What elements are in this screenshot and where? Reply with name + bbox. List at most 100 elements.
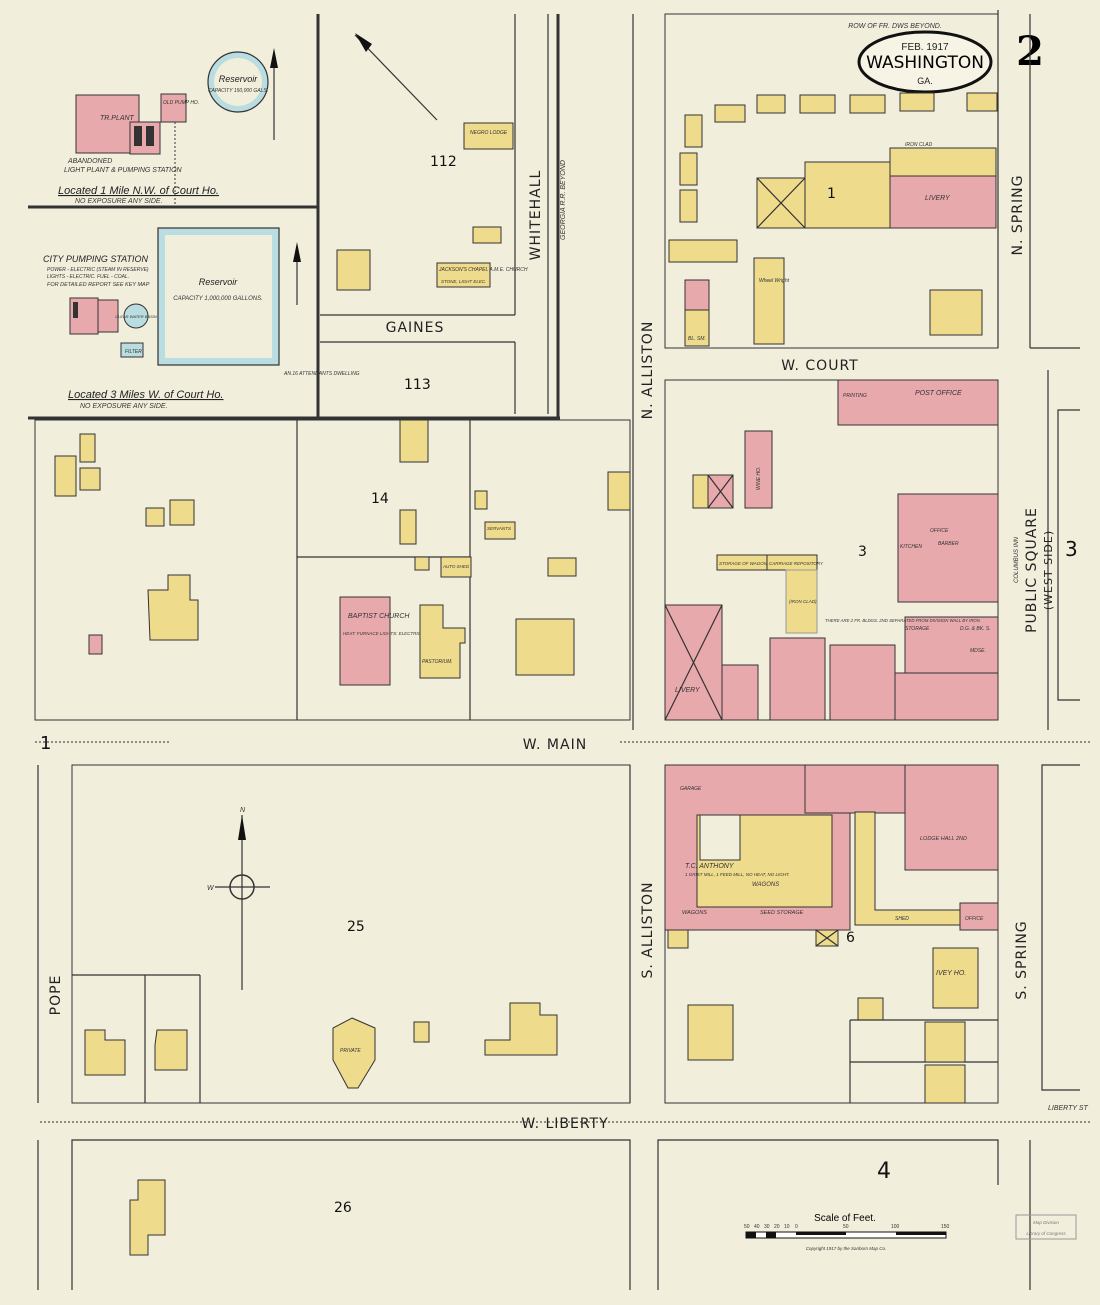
wine-house (744, 430, 773, 509)
wheelwright (753, 257, 785, 345)
block-14-area: BAPTIST CHURCH HEAT: FURNACE LIGHTS: ELE… (34, 419, 631, 721)
svg-text:POWER - ELECTRIC (STEAM IN RES: POWER - ELECTRIC (STEAM IN RESERVE) (47, 267, 149, 273)
svg-text:W: W (207, 885, 215, 892)
svg-text:MDSE.: MDSE. (970, 648, 986, 654)
svg-text:10: 10 (784, 1224, 790, 1230)
columbus-inn (897, 493, 999, 603)
block-number: 1 (827, 186, 836, 202)
w-liberty-street: W. LIBERTY (40, 1116, 1090, 1132)
svg-text:LIBERTY ST: LIBERTY ST (1048, 1105, 1089, 1112)
svg-text:150: 150 (941, 1224, 950, 1230)
street-s-alliston: S. ALLISTON (640, 881, 656, 978)
inset-upper: TR.PLANT OLD PUMP HO. Reservoir CAPACITY… (58, 48, 278, 205)
svg-text:GARAGE: GARAGE (680, 786, 702, 792)
svg-text:OFFICE: OFFICE (965, 916, 984, 922)
svg-text:LIGHTS - ELECTRIC. FUEL - COAL: LIGHTS - ELECTRIC. FUEL - COAL. (47, 274, 129, 280)
street-gaines: GAINES (386, 320, 445, 336)
svg-text:50: 50 (744, 1224, 750, 1230)
svg-text:SEED STORAGE: SEED STORAGE (760, 910, 804, 916)
block-number: 26 (334, 1200, 352, 1216)
block-number: 113 (404, 377, 431, 393)
block-number: 6 (846, 930, 855, 946)
inset-upper-location: Located 1 Mile N.W. of Court Ho. (58, 185, 219, 197)
svg-text:BL. SM.: BL. SM. (688, 336, 706, 342)
street-pope: POPE (48, 975, 64, 1016)
street-w-liberty: W. LIBERTY (521, 1116, 608, 1132)
svg-text:Copyright 1917 by the Sanborn: Copyright 1917 by the Sanborn Map Co. (806, 1246, 887, 1251)
pastorium (419, 604, 466, 679)
svg-text:IVEY HO.: IVEY HO. (936, 970, 966, 977)
svg-text:20: 20 (774, 1224, 780, 1230)
svg-text:STONE, LIGHT ELEC.: STONE, LIGHT ELEC. (441, 279, 486, 284)
svg-text:50: 50 (843, 1224, 849, 1230)
svg-text:Reservoir: Reservoir (199, 277, 239, 287)
svg-text:NEGRO LODGE: NEGRO LODGE (470, 130, 508, 136)
map-city: WASHINGTON (866, 53, 984, 73)
svg-text:STORAGE OF WAGON PARTS: STORAGE OF WAGON PARTS (719, 561, 783, 566)
adjacent-sheet-number: 3 (1065, 537, 1078, 561)
svg-text:NO EXPOSURE ANY SIDE.: NO EXPOSURE ANY SIDE. (80, 403, 168, 410)
map-date: FEB. 1917 (901, 42, 949, 53)
clear-water-basin (123, 303, 149, 329)
svg-text:FOR DETAILED REPORT SEE KEY MA: FOR DETAILED REPORT SEE KEY MAP (47, 282, 150, 288)
block-112-panel: NEGRO LODGE JACKSON'S CHAPEL A.M.E. CHUR… (320, 14, 567, 414)
svg-text:AN.16 ATTENDANTS DWELLING: AN.16 ATTENDANTS DWELLING (283, 371, 360, 377)
svg-text:PRIVATE: PRIVATE (340, 1048, 361, 1054)
street-whitehall: WHITEHALL (528, 170, 544, 261)
svg-text:TR.PLANT: TR.PLANT (100, 115, 135, 122)
svg-text:WAGONS: WAGONS (752, 882, 779, 888)
svg-text:N: N (240, 807, 246, 814)
svg-text:HEAT: FURNACE LIGHTS: ELECTRIC: HEAT: FURNACE LIGHTS: ELECTRIC (343, 631, 422, 636)
svg-text:SERVANTS: SERVANTS (487, 526, 511, 531)
negro-lodge (463, 122, 514, 150)
svg-text:PRINTING: PRINTING (843, 393, 867, 399)
north-arrow-icon (354, 34, 438, 121)
block-4: 4 (657, 1139, 1031, 1290)
svg-text:JACKSON'S CHAPEL A.M.E. CHURCH: JACKSON'S CHAPEL A.M.E. CHURCH (438, 267, 528, 273)
svg-text:LIVERY: LIVERY (675, 687, 701, 694)
svg-text:STORAGE: STORAGE (905, 626, 930, 632)
svg-text:OLD PUMP HO.: OLD PUMP HO. (163, 100, 199, 106)
top-note: ROW OF FR. DWS BEYOND. (848, 23, 942, 30)
svg-text:AUTO SHED: AUTO SHED (442, 564, 470, 569)
livery-block1 (889, 175, 997, 229)
svg-text:(IRON CLAD): (IRON CLAD) (789, 599, 817, 604)
svg-text:PASTORIUM.: PASTORIUM. (422, 659, 453, 665)
svg-text:T.C. ANTHONY: T.C. ANTHONY (685, 863, 735, 870)
svg-text:BARBER: BARBER (938, 541, 959, 547)
scale-bar: Scale of Feet. 50 40 30 20 10 0 50 100 1… (744, 1213, 950, 1251)
block-3: PRINTING POST OFFICE WINE HO. STORAGE OF… (664, 379, 999, 721)
svg-text:1 GRIST MILL, 1 FEED MILL, NO: 1 GRIST MILL, 1 FEED MILL, NO HEAT, NO L… (685, 872, 790, 877)
block-number: 4 (877, 1159, 891, 1184)
block-1: LIVERY IRON CLAD Wheel Wright BL. SM. 1 (664, 10, 999, 349)
block-26: 26 (37, 1139, 631, 1290)
filter (120, 342, 144, 358)
svg-text:POST OFFICE: POST OFFICE (915, 390, 962, 397)
inset-lower-location: Located 3 Miles W. of Court Ho. (68, 389, 224, 401)
svg-text:WINE HO.: WINE HO. (756, 467, 762, 490)
svg-text:KITCHEN: KITCHEN (900, 544, 922, 550)
svg-text:CAPACITY 1,000,000 GALLONS.: CAPACITY 1,000,000 GALLONS. (173, 296, 263, 302)
title-cartouche: FEB. 1917 WASHINGTON GA. (857, 30, 993, 94)
svg-text:Reservoir: Reservoir (219, 74, 259, 84)
baptist-church (339, 596, 391, 686)
adjacent-sheet-number: 1 (40, 733, 51, 754)
block-number: 14 (371, 491, 389, 507)
svg-text:30: 30 (764, 1224, 770, 1230)
svg-text:CAPACITY 150,000 GALS.: CAPACITY 150,000 GALS. (208, 88, 268, 94)
old-pump-house (160, 93, 187, 123)
svg-text:CLEAR WATER BASIN: CLEAR WATER BASIN (115, 314, 157, 319)
post-office (837, 379, 999, 426)
street-n-alliston: N. ALLISTON (640, 321, 656, 420)
jacksons-chapel (436, 262, 491, 288)
compass-rose-icon: N W (207, 807, 270, 990)
svg-text:NO EXPOSURE ANY SIDE.: NO EXPOSURE ANY SIDE. (75, 198, 163, 205)
ivey-house (932, 947, 979, 1009)
svg-text:FILTER: FILTER (125, 349, 142, 355)
street-w-court: W. COURT (781, 358, 858, 374)
spring-street: N. SPRING S. SPRING PUBLIC SQUARE (WEST … (1010, 14, 1089, 1112)
svg-text:OFFICE: OFFICE (930, 528, 949, 534)
block-number: 3 (858, 544, 867, 560)
svg-text:THERE ARE 2 FR. BLDGS. 2ND SEP: THERE ARE 2 FR. BLDGS. 2ND SEPARATED FRO… (825, 618, 981, 623)
